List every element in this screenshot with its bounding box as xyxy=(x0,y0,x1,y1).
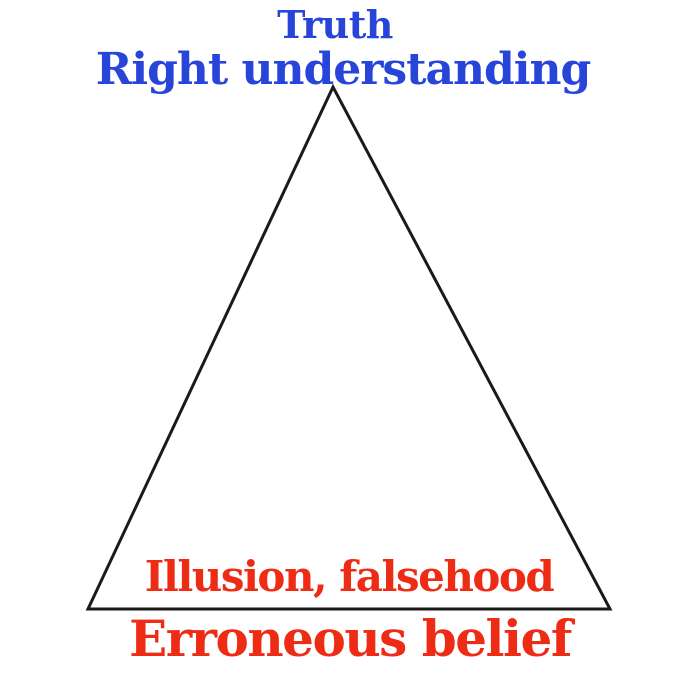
base-label-erroneous-belief: Erroneous belief xyxy=(129,609,572,668)
base-label-illusion-falsehood: Illusion, falsehood xyxy=(144,552,555,601)
apex-label-right-understanding: Right understanding xyxy=(95,44,591,95)
triangle-outline xyxy=(85,83,613,611)
apex-label-truth: Truth xyxy=(277,2,393,47)
